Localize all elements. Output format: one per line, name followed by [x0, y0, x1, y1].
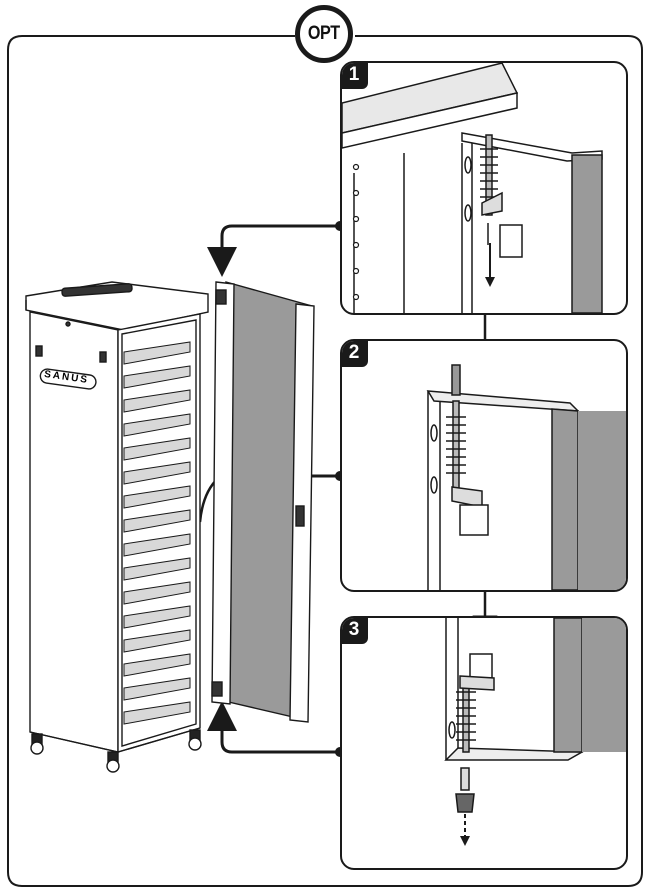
step-1-number: 1 [342, 63, 368, 89]
opt-label: OPT [308, 23, 340, 44]
step-2-illustration [426, 364, 626, 590]
step-3-number: 3 [342, 618, 368, 644]
glass-door [211, 281, 315, 723]
arrow-step3 [207, 701, 340, 754]
opt-badge: OPT [295, 5, 353, 63]
cabinet-shelves [123, 341, 191, 725]
arrow-step1 [207, 224, 340, 277]
step-1-illustration [342, 63, 603, 313]
step-1-panel: 1 [340, 61, 628, 315]
step-2-number: 2 [342, 341, 368, 367]
step-3-panel: 3 [340, 616, 628, 870]
sanus-logo [39, 368, 97, 390]
step-3-illustration [444, 618, 626, 846]
outer-border [7, 35, 643, 887]
step-2-panel: 2 [340, 339, 628, 592]
cabinet-illustration [25, 281, 209, 773]
